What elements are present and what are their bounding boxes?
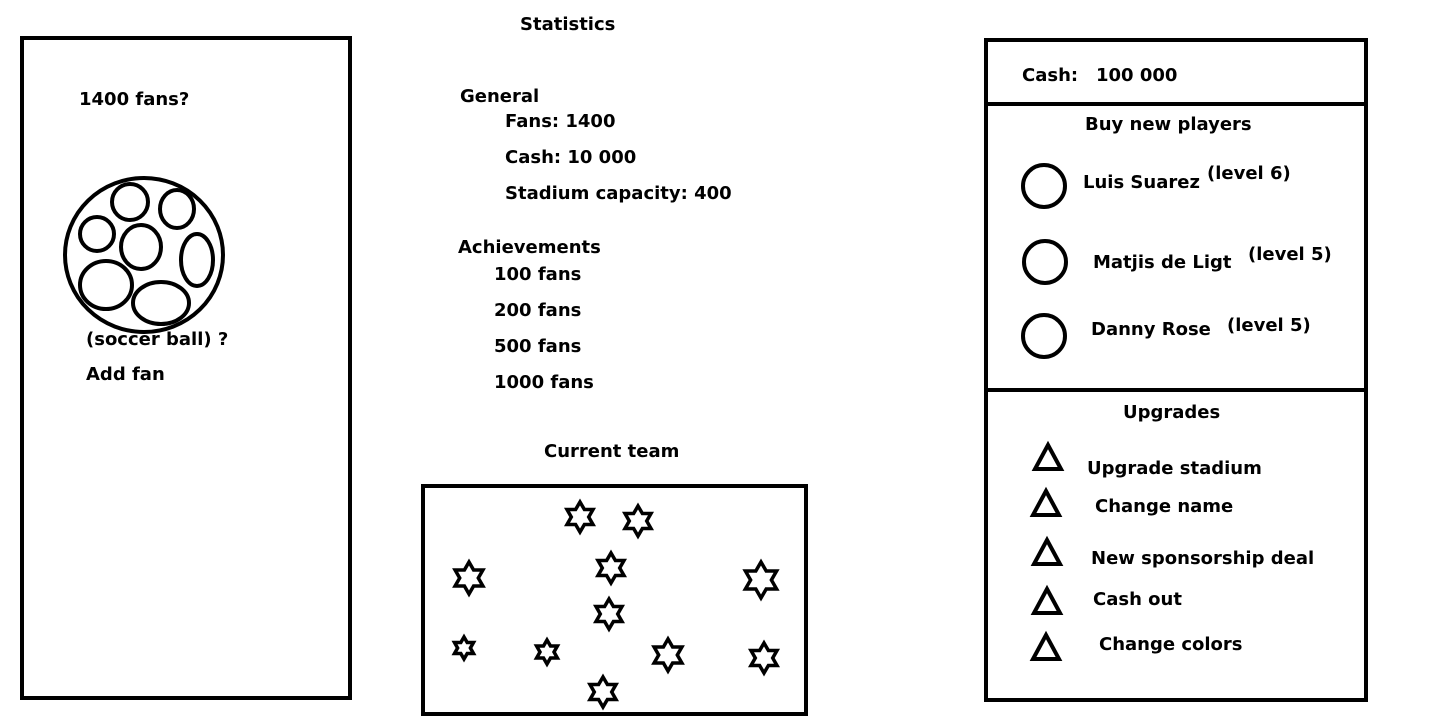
player-level: (level 5) bbox=[1227, 315, 1311, 336]
add-fan-button[interactable]: Add fan bbox=[86, 364, 165, 385]
player-star-icon bbox=[533, 636, 561, 668]
statistics-title: Statistics bbox=[520, 14, 616, 35]
player-star-icon bbox=[452, 558, 486, 598]
stat-fans: Fans: 1400 bbox=[505, 111, 616, 132]
shop-panel bbox=[984, 38, 1368, 702]
upgrade-button-icon[interactable] bbox=[1031, 440, 1065, 472]
divider bbox=[984, 388, 1368, 392]
achievement-item: 100 fans bbox=[494, 264, 582, 285]
soccer-ball-icon[interactable] bbox=[62, 176, 226, 334]
fan-count-label: 1400 fans? bbox=[79, 89, 190, 110]
player-star-icon bbox=[621, 502, 655, 540]
current-team-title: Current team bbox=[544, 441, 680, 462]
player-level: (level 6) bbox=[1207, 163, 1291, 184]
stat-stadium-capacity: Stadium capacity: 400 bbox=[505, 183, 732, 204]
player-star-icon bbox=[563, 498, 597, 536]
team-field bbox=[421, 484, 808, 716]
achievement-item: 200 fans bbox=[494, 300, 582, 321]
buy-player-button-icon[interactable] bbox=[1022, 239, 1068, 285]
ball-caption: (soccer ball) ? bbox=[86, 329, 229, 350]
achievement-item: 500 fans bbox=[494, 336, 582, 357]
upgrade-button-icon[interactable] bbox=[1030, 584, 1064, 616]
buy-player-button-icon[interactable] bbox=[1021, 313, 1067, 359]
upgrade-item[interactable]: Change colors bbox=[1099, 634, 1243, 655]
player-name[interactable]: Matjis de Ligt bbox=[1093, 252, 1232, 273]
upgrade-button-icon[interactable] bbox=[1029, 486, 1063, 518]
player-name[interactable]: Danny Rose bbox=[1091, 319, 1211, 340]
stat-cash: Cash: 10 000 bbox=[505, 147, 637, 168]
player-star-icon bbox=[592, 595, 626, 633]
upgrade-button-icon[interactable] bbox=[1029, 630, 1063, 662]
cash-value: 100 000 bbox=[1096, 65, 1178, 86]
player-star-icon bbox=[747, 639, 781, 677]
player-level: (level 5) bbox=[1248, 244, 1332, 265]
buy-players-heading: Buy new players bbox=[1085, 114, 1252, 135]
player-star-icon bbox=[586, 673, 620, 711]
player-star-icon bbox=[594, 549, 628, 587]
player-star-icon bbox=[451, 633, 477, 663]
upgrades-heading: Upgrades bbox=[1123, 402, 1221, 423]
upgrade-button-icon[interactable] bbox=[1030, 535, 1064, 567]
achievement-item: 1000 fans bbox=[494, 372, 594, 393]
achievements-heading: Achievements bbox=[458, 237, 601, 258]
upgrade-item[interactable]: Upgrade stadium bbox=[1087, 458, 1262, 479]
buy-player-button-icon[interactable] bbox=[1021, 163, 1067, 209]
player-star-icon bbox=[742, 558, 780, 602]
player-star-icon bbox=[651, 635, 685, 675]
general-heading: General bbox=[460, 86, 540, 107]
upgrade-item[interactable]: New sponsorship deal bbox=[1091, 548, 1315, 569]
upgrade-item[interactable]: Cash out bbox=[1093, 589, 1182, 610]
upgrade-item[interactable]: Change name bbox=[1095, 496, 1234, 517]
divider bbox=[984, 102, 1368, 106]
clicker-panel bbox=[20, 36, 352, 700]
player-name[interactable]: Luis Suarez bbox=[1083, 172, 1200, 193]
cash-label: Cash: bbox=[1022, 65, 1079, 86]
